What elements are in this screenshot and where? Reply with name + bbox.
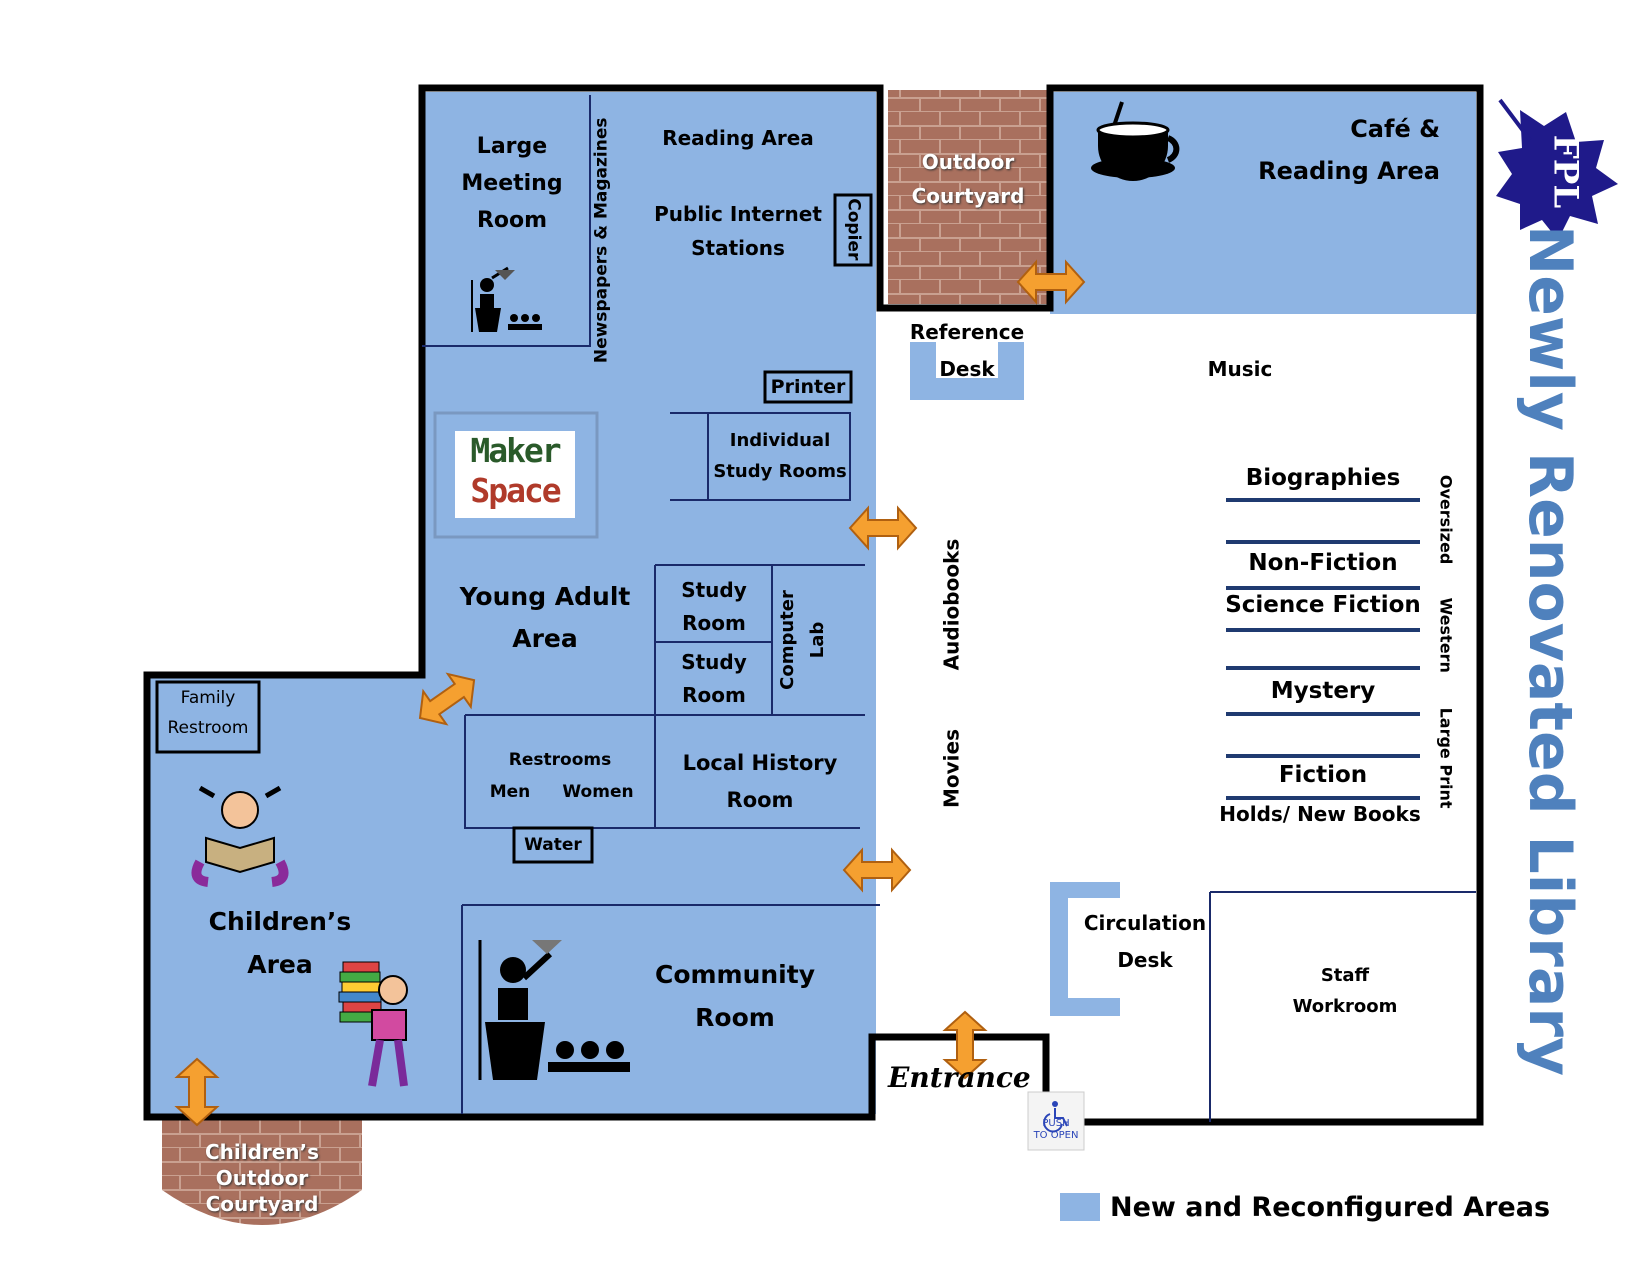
childrens-area-label: Children’s Area	[208, 907, 352, 979]
community-room-label: Community Room	[654, 960, 816, 1032]
legend-label: New and Reconfigured Areas	[1110, 1192, 1551, 1223]
shelf-mystery: Mystery	[1270, 678, 1376, 704]
reading-area-label: Reading Area	[662, 126, 814, 150]
family-restroom-label: Family Restroom	[167, 688, 249, 738]
fpl-leaf-logo-icon	[1496, 98, 1618, 240]
maker-space-logo: Maker Space	[455, 431, 575, 518]
childrens-courtyard-label: Children’s Outdoor Courtyard	[204, 1140, 320, 1216]
outdoor-courtyard	[888, 90, 1048, 304]
study-room-2-label: Study Room	[681, 650, 747, 707]
men-label: Men	[489, 782, 531, 802]
public-internet-label: Public Internet Stations	[654, 202, 822, 260]
copier-label: Copier	[843, 198, 864, 261]
shelf-non-fiction: Non-Fiction	[1248, 550, 1398, 576]
door-arrow-entrance	[942, 1010, 988, 1080]
water-label: Water	[524, 835, 582, 855]
shelf-biographies: Biographies	[1245, 465, 1401, 491]
newspapers-label: Newspapers & Magazines	[591, 117, 612, 364]
local-history-room-label: Local History Room	[682, 751, 838, 812]
young-adult-area-label: Young Adult Area	[459, 582, 631, 653]
coffee-cup-icon	[1091, 101, 1180, 181]
new-areas	[150, 92, 1476, 1114]
women-label: Women	[562, 782, 634, 802]
reading-child-icon	[191, 785, 289, 887]
push-to-open-label: PUSH TO OPEN	[1033, 1118, 1079, 1141]
shelf-fiction: Fiction	[1278, 762, 1368, 788]
boxed-labels	[155, 193, 873, 864]
outer-walls	[143, 84, 1484, 1126]
shelving-lines	[1226, 498, 1420, 800]
computer-lab-label: Computer Lab	[777, 590, 828, 690]
door-arrows	[174, 259, 1086, 1127]
side-shelf-western: Western	[1436, 597, 1456, 673]
audiobooks-label: Audiobooks	[939, 538, 964, 671]
side-shelf-oversized: Oversized	[1436, 474, 1456, 565]
reference-desk-label: Reference Desk	[909, 320, 1025, 381]
childrens-courtyard	[162, 1114, 362, 1225]
presenter-icon-large-meeting	[471, 266, 542, 332]
interior-walls	[422, 95, 1476, 1122]
push-to-open-button[interactable]	[1027, 1091, 1085, 1151]
door-arrow-courtyard	[1016, 259, 1086, 305]
presenter-icon-community	[478, 940, 630, 1080]
individual-study-rooms-label: Individual Study Rooms	[713, 430, 847, 482]
legend-swatch	[1060, 1193, 1100, 1221]
shelf-holds-new-books: Holds/ New Books	[1219, 802, 1421, 826]
door-arrow-children	[418, 672, 476, 726]
study-room-1-label: Study Room	[681, 578, 747, 635]
door-arrow-children-courtyard	[174, 1057, 220, 1127]
restrooms-label: Restrooms	[508, 750, 612, 770]
books-child-icon	[338, 961, 408, 1087]
door-arrow-ya-east	[848, 505, 918, 551]
fpl-logo-text: FPL	[1545, 134, 1586, 209]
side-shelf-large-print: Large Print	[1436, 707, 1456, 809]
outdoor-courtyard-label: Outdoor Courtyard	[911, 150, 1025, 208]
shelf-science-fiction: Science Fiction	[1225, 592, 1421, 618]
circulation-desk-label: Circulation Desk	[1083, 911, 1207, 972]
printer-label: Printer	[770, 376, 846, 398]
staff-workroom-label: Staff Workroom	[1292, 965, 1398, 1017]
movies-label: Movies	[939, 729, 964, 809]
music-label: Music	[1207, 357, 1273, 381]
cafe-reading-area-label: Café & Reading Area	[1258, 115, 1440, 185]
door-arrow-history-east	[842, 847, 912, 893]
entrance-label: Entrance	[888, 1061, 1031, 1094]
page-title: Newly Renovated Library	[1515, 225, 1585, 1077]
large-meeting-room-label: Large Meeting Room	[461, 134, 563, 233]
